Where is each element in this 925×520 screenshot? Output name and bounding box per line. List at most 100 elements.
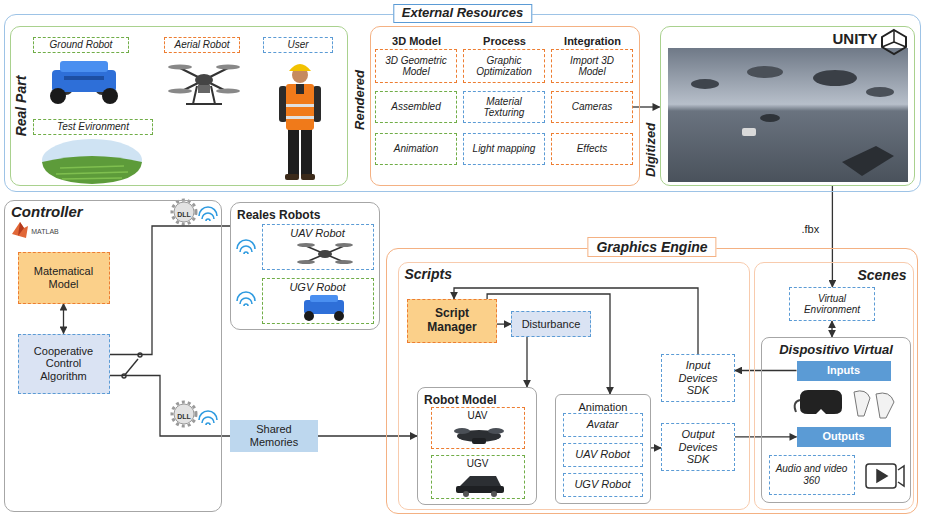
tag-box: Test Evironment <box>33 119 153 135</box>
heading-holder: Reales Robots <box>237 205 320 223</box>
edge-label-holder: .fbx <box>800 219 822 237</box>
vr-device-picture-part <box>800 390 842 414</box>
group-heading: Reales Robots <box>237 209 320 223</box>
unity-scene-picture <box>668 48 908 182</box>
robot-box: UGV <box>431 455 525 499</box>
label-holder: DLL <box>177 405 191 423</box>
node-text: Outputs <box>822 430 864 443</box>
switch-symbol <box>122 353 142 378</box>
process-box: Effects <box>551 133 633 165</box>
drone-picture-part <box>195 74 213 86</box>
ground-robot-picture-part <box>52 70 116 92</box>
node-text: Aerial Robot <box>174 39 229 51</box>
tag-box: Ground Robot <box>33 37 129 53</box>
uav-picture-part <box>306 246 344 262</box>
drone-picture-part <box>216 89 240 94</box>
drone-picture-part <box>180 68 228 92</box>
unity-logo <box>882 30 906 54</box>
node-text: Inputs <box>827 364 860 377</box>
node-text: Test Evironment <box>57 121 129 133</box>
node-text: UGV Robot <box>574 478 630 491</box>
unity-scene-picture-part <box>668 48 908 182</box>
dll-gear-icon-part <box>172 200 196 224</box>
connector <box>735 436 797 437</box>
dll-gear-icon <box>172 200 196 426</box>
unity-scene-picture-part <box>813 70 857 86</box>
field-picture-part <box>42 156 142 184</box>
connector <box>735 370 797 371</box>
process-box: Assembled <box>375 91 457 123</box>
group-heading: Dispositivo Virtual <box>779 343 893 358</box>
node-text: UAV <box>468 410 488 422</box>
node-text: UAV Robot <box>290 227 344 240</box>
user-picture-part <box>301 128 312 176</box>
user-picture-part <box>301 174 315 180</box>
user-picture-part <box>313 86 321 122</box>
group-panel: Dispositivo VirtualInputsOutputsAudio an… <box>761 337 911 503</box>
uav-model-picture-part <box>488 428 504 434</box>
group-heading: Process <box>483 35 526 48</box>
drone-picture-part <box>198 85 210 93</box>
uav-model-picture <box>454 428 504 444</box>
wifi-icon-part <box>237 240 255 254</box>
heading-holder: Dispositivo Virtual <box>762 340 910 358</box>
user-picture-part <box>296 84 304 94</box>
switch-symbol-part <box>124 359 138 376</box>
edge-label: .fbx <box>800 223 822 236</box>
heading-holder: Real Part <box>12 75 30 136</box>
connector <box>497 323 511 324</box>
heading-holder: Scenes <box>857 266 906 284</box>
process-box: Animation <box>375 133 457 165</box>
group-heading: 3D Model <box>392 35 441 48</box>
unity-scene-picture-part <box>691 79 719 89</box>
group-heading: UNITY <box>833 30 878 47</box>
ugv-picture-part <box>304 311 314 321</box>
uav-picture-part <box>335 260 353 264</box>
group-panel: Graphics EngineScriptsScript ManagerDist… <box>386 248 918 514</box>
field-picture <box>42 139 142 184</box>
node-text: Virtual Environment <box>794 293 870 316</box>
ground-robot-picture-part <box>60 61 108 72</box>
wifi-icon-part <box>199 207 217 221</box>
label-holder: MATLAB <box>31 220 59 238</box>
dll-gear-icon-part <box>174 404 194 424</box>
process-box: Graphic Optimization <box>463 49 545 83</box>
drone-picture <box>168 65 240 105</box>
robot-box: UAV <box>431 407 525 449</box>
uav-model-picture-part <box>472 438 486 444</box>
unity-scene-picture-part <box>742 128 756 136</box>
node-text: UGV Robot <box>289 281 345 294</box>
heading-holder: 3D Model <box>376 31 458 49</box>
process-box: Material Texturing <box>463 91 545 123</box>
group-heading: Controller <box>11 203 83 220</box>
unity-scene-picture-part <box>760 114 780 122</box>
uav-picture <box>297 243 353 264</box>
process-box: Disturbance <box>511 311 591 337</box>
group-heading: Integration <box>564 35 621 48</box>
video-icon-part <box>898 466 904 486</box>
process-box: Import 3D Model <box>551 49 633 83</box>
uav-picture-part <box>306 246 344 262</box>
ground-robot-picture-part <box>102 88 118 104</box>
uav-model-picture-part <box>454 428 470 434</box>
ground-robot-picture <box>50 61 118 104</box>
uav-picture-part <box>297 260 315 264</box>
node-text: Avatar <box>587 418 619 431</box>
unity-scene-picture-part <box>747 66 783 78</box>
uav-picture-part <box>297 243 315 247</box>
vr-device-picture-part <box>876 393 894 418</box>
group-heading: External Resources <box>393 4 532 23</box>
ugv-model-picture-part <box>491 491 497 497</box>
vr-device-picture-part <box>854 391 870 416</box>
heading-holder: Integration <box>552 31 634 49</box>
process-box: UGV Robot <box>563 473 643 497</box>
process-box: 3D Geometric Model <box>375 49 457 83</box>
connector <box>633 106 660 107</box>
node-text: Matematical Model <box>23 265 105 290</box>
node-text: Ground Robot <box>50 39 113 51</box>
process-box: Cooperative Control Algorithm <box>18 334 110 394</box>
process-box: UAV Robot <box>563 443 643 467</box>
group-heading: Scripts <box>405 266 452 282</box>
